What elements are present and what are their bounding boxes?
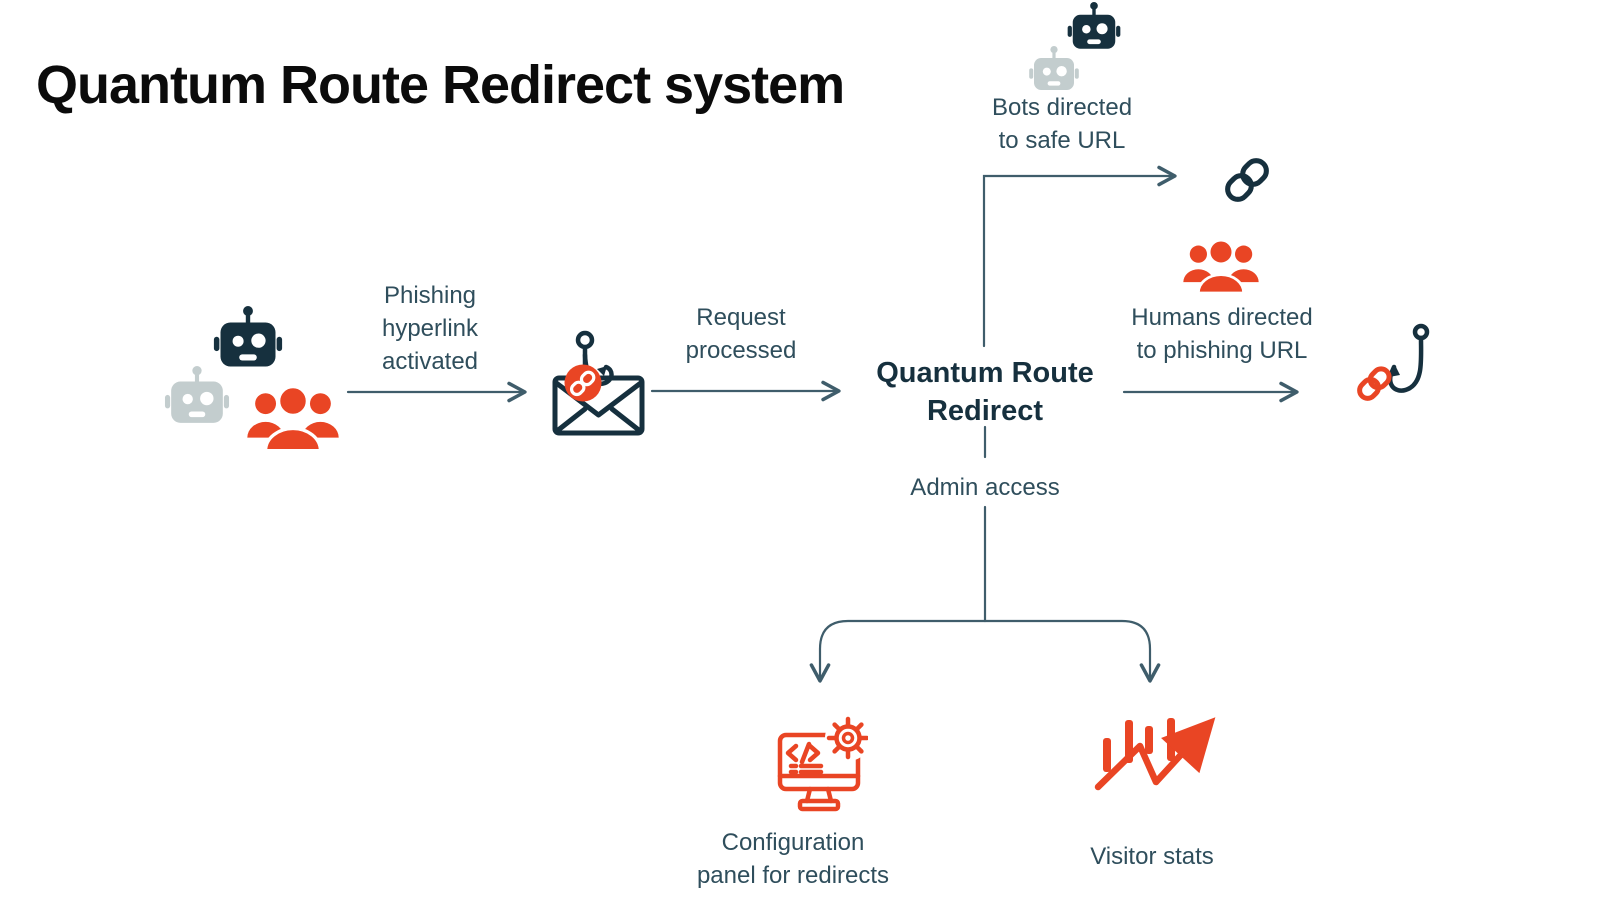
edge-label-phishing: Phishing hyperlink activated bbox=[381, 282, 479, 375]
safe-link-icon bbox=[1225, 158, 1269, 202]
arrow-branch-stats bbox=[983, 619, 1161, 683]
edge-label-humans: Humans directed to phishing URL bbox=[1131, 304, 1313, 364]
page-title: Quantum Route Redirect system bbox=[36, 55, 845, 115]
config-monitor-gear-icon bbox=[777, 715, 868, 812]
output-label-stats: Visitor stats bbox=[1090, 843, 1214, 870]
robot-dark-icon bbox=[213, 306, 283, 367]
arrow-branch-config bbox=[809, 619, 987, 683]
arrow-bots-safe-url bbox=[982, 165, 1177, 348]
phishing-email-hook-icon bbox=[552, 330, 645, 436]
robot-gray-icon bbox=[164, 366, 230, 423]
edge-label-bots: Bots directed to safe URL bbox=[991, 94, 1133, 154]
phishing-hook-link-icon bbox=[1357, 323, 1430, 401]
visitor-stats-chart-icon bbox=[1094, 717, 1216, 791]
edge-label-request: Request processed bbox=[685, 304, 797, 364]
center-node-label: Quantum Route Redirect bbox=[876, 357, 1094, 427]
users-icon bbox=[247, 385, 339, 452]
edge-label-admin: Admin access bbox=[910, 474, 1060, 501]
robot-gray-icon bbox=[1029, 46, 1079, 90]
output-label-config: Configuration panel for redirects bbox=[696, 829, 890, 889]
robot-dark-icon bbox=[1067, 2, 1121, 49]
users-icon bbox=[1183, 238, 1259, 294]
